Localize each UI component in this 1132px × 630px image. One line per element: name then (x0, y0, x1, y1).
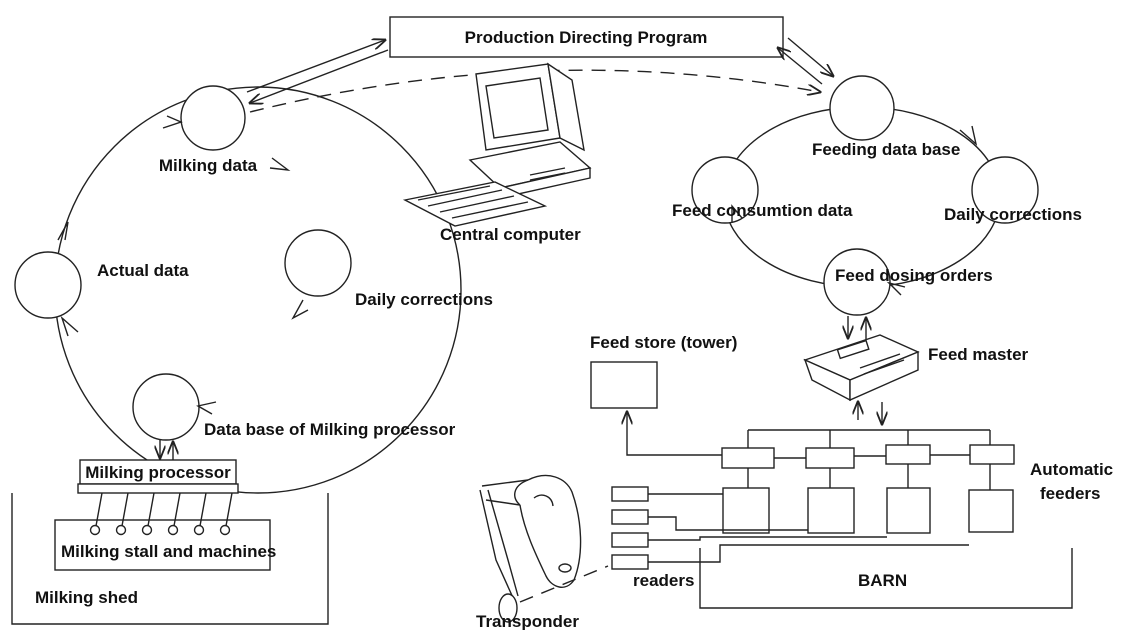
data-base-milking-node (132, 373, 200, 441)
production-program-label: Production Directing Program (465, 28, 708, 47)
feed-store-label: Feed store (tower) (590, 333, 737, 352)
feeders-to-store-arrow (627, 412, 722, 456)
cycle-arrowhead-2 (291, 299, 309, 320)
automatic-feeders-label-1: Automatic (1030, 460, 1113, 479)
automatic-feeders-label-2: feeders (1040, 484, 1100, 503)
feed-dosing-node (823, 248, 891, 316)
daily-corrections-right-label: Daily corrections (944, 205, 1082, 224)
data-base-milking-label: Data base of Milking processor (204, 420, 456, 439)
milking-stall-box (54, 519, 271, 571)
milking-to-feeding-dashed-link (249, 69, 820, 113)
transponder-to-reader-dashed-link (519, 565, 609, 603)
feed-consumption-label: Feed consumtion data (672, 201, 853, 220)
feed-cycle-arrowhead-2 (886, 281, 906, 296)
cycle-arrowhead-6 (162, 115, 183, 129)
actual-data-label: Actual data (97, 261, 189, 280)
barn-outline (699, 548, 1073, 609)
readers-group (611, 486, 969, 570)
milking-data-label: Milking data (159, 156, 258, 175)
feed-cycle-arrowhead-1 (959, 125, 978, 146)
program-to-feeding-arrow (787, 37, 833, 76)
cycle-arrowhead-1 (269, 157, 291, 171)
milking-wires (89, 492, 233, 536)
feeding-data-base-node (829, 75, 895, 141)
cycle-arrowhead-3 (196, 401, 217, 415)
feeding-data-base-label: Feeding data base (812, 140, 960, 159)
central-computer-icon (402, 62, 592, 227)
milking-data-node (180, 85, 246, 151)
feed-consumption-node (691, 156, 759, 224)
milking-to-program-arrow (246, 40, 385, 93)
transponder-label: Transponder (476, 612, 579, 630)
cycle-arrowhead-5 (57, 221, 69, 241)
daily-corrections-left-label: Daily corrections (355, 290, 493, 309)
readers-label: readers (633, 571, 694, 590)
cow-head-icon (479, 474, 582, 623)
feed-master-icon (803, 334, 920, 402)
feed-store-box (590, 361, 658, 409)
feed-master-label: Feed master (928, 345, 1029, 364)
milking-shed-outline (11, 493, 329, 625)
feeding-to-program-arrow (778, 48, 823, 85)
milking-processor-base (77, 483, 239, 494)
cycle-arrowhead-4 (60, 315, 79, 337)
milking-processor-label: Milking processor (85, 463, 231, 482)
automatic-feeders-network (721, 429, 1015, 534)
central-computer-label: Central computer (440, 225, 581, 244)
actual-data-node (14, 251, 82, 319)
daily-corrections-right-node (971, 156, 1039, 224)
milking-shed-label: Milking shed (35, 588, 138, 607)
daily-corrections-left-node (284, 229, 352, 297)
milking-stall-label: Milking stall and machines (61, 542, 276, 561)
program-to-milking-arrow (250, 49, 389, 103)
barn-label: BARN (858, 571, 907, 590)
production-program-box (389, 16, 784, 58)
feed-dosing-label: Feed dosing orders (835, 266, 993, 285)
feed-cycle-arrowhead-3 (731, 204, 743, 222)
